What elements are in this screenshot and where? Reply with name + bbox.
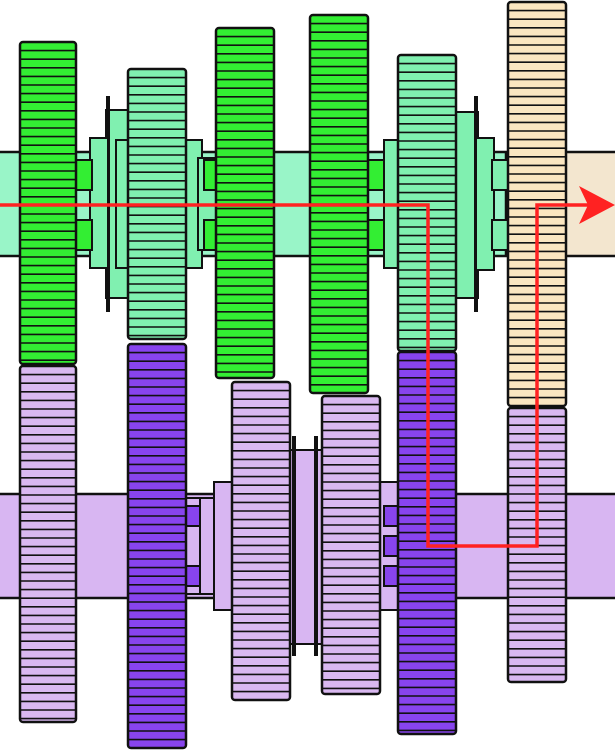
- bottom-gear-3: [230, 380, 292, 702]
- top-gear-1: [18, 40, 78, 366]
- bottom-gear-1: [18, 364, 78, 724]
- bottom-hub-step: [213, 481, 233, 611]
- synchro-left-hub: [89, 137, 109, 269]
- gear-2-hub-ring: [203, 159, 217, 191]
- synchro-right-hub: [475, 137, 495, 271]
- hubs-layer: [75, 96, 509, 656]
- bottom-hub-key: [185, 505, 201, 527]
- top-gear-3: [214, 26, 276, 380]
- synchro-right-hub-ring: [491, 159, 509, 191]
- top-gear-3-body: [214, 26, 276, 380]
- bottom-gear-4-body: [320, 394, 382, 696]
- bottom-hub-key: [383, 565, 399, 587]
- gear-2-hub-ring: [203, 219, 217, 251]
- synchro-right-hub-ring: [491, 219, 509, 251]
- gear-5-hub-left-ring: [367, 219, 385, 251]
- gear-5-hub-left-ring: [367, 159, 385, 191]
- bottom-hub-key: [383, 535, 399, 557]
- bottom-gear-1-body: [18, 364, 78, 724]
- bottom-gear-2-body: [126, 342, 188, 750]
- top-gear-1-body: [18, 40, 78, 366]
- bottom-synchro-hub: [285, 449, 325, 645]
- power-flow-arrowhead: [579, 186, 615, 224]
- bottom-hub-key: [185, 565, 201, 587]
- bottom-gear-4: [320, 394, 382, 696]
- bottom-gear-2: [126, 342, 188, 750]
- power-flow-line: [0, 203, 596, 548]
- synchro-left-hub-inner: [75, 219, 93, 251]
- top-gear-6: [506, 0, 568, 408]
- bottom-gear-3-body: [230, 380, 292, 702]
- power-flow-layer: [0, 186, 615, 548]
- synchro-left-hub-inner: [75, 159, 93, 191]
- bottom-hub-key: [383, 505, 399, 527]
